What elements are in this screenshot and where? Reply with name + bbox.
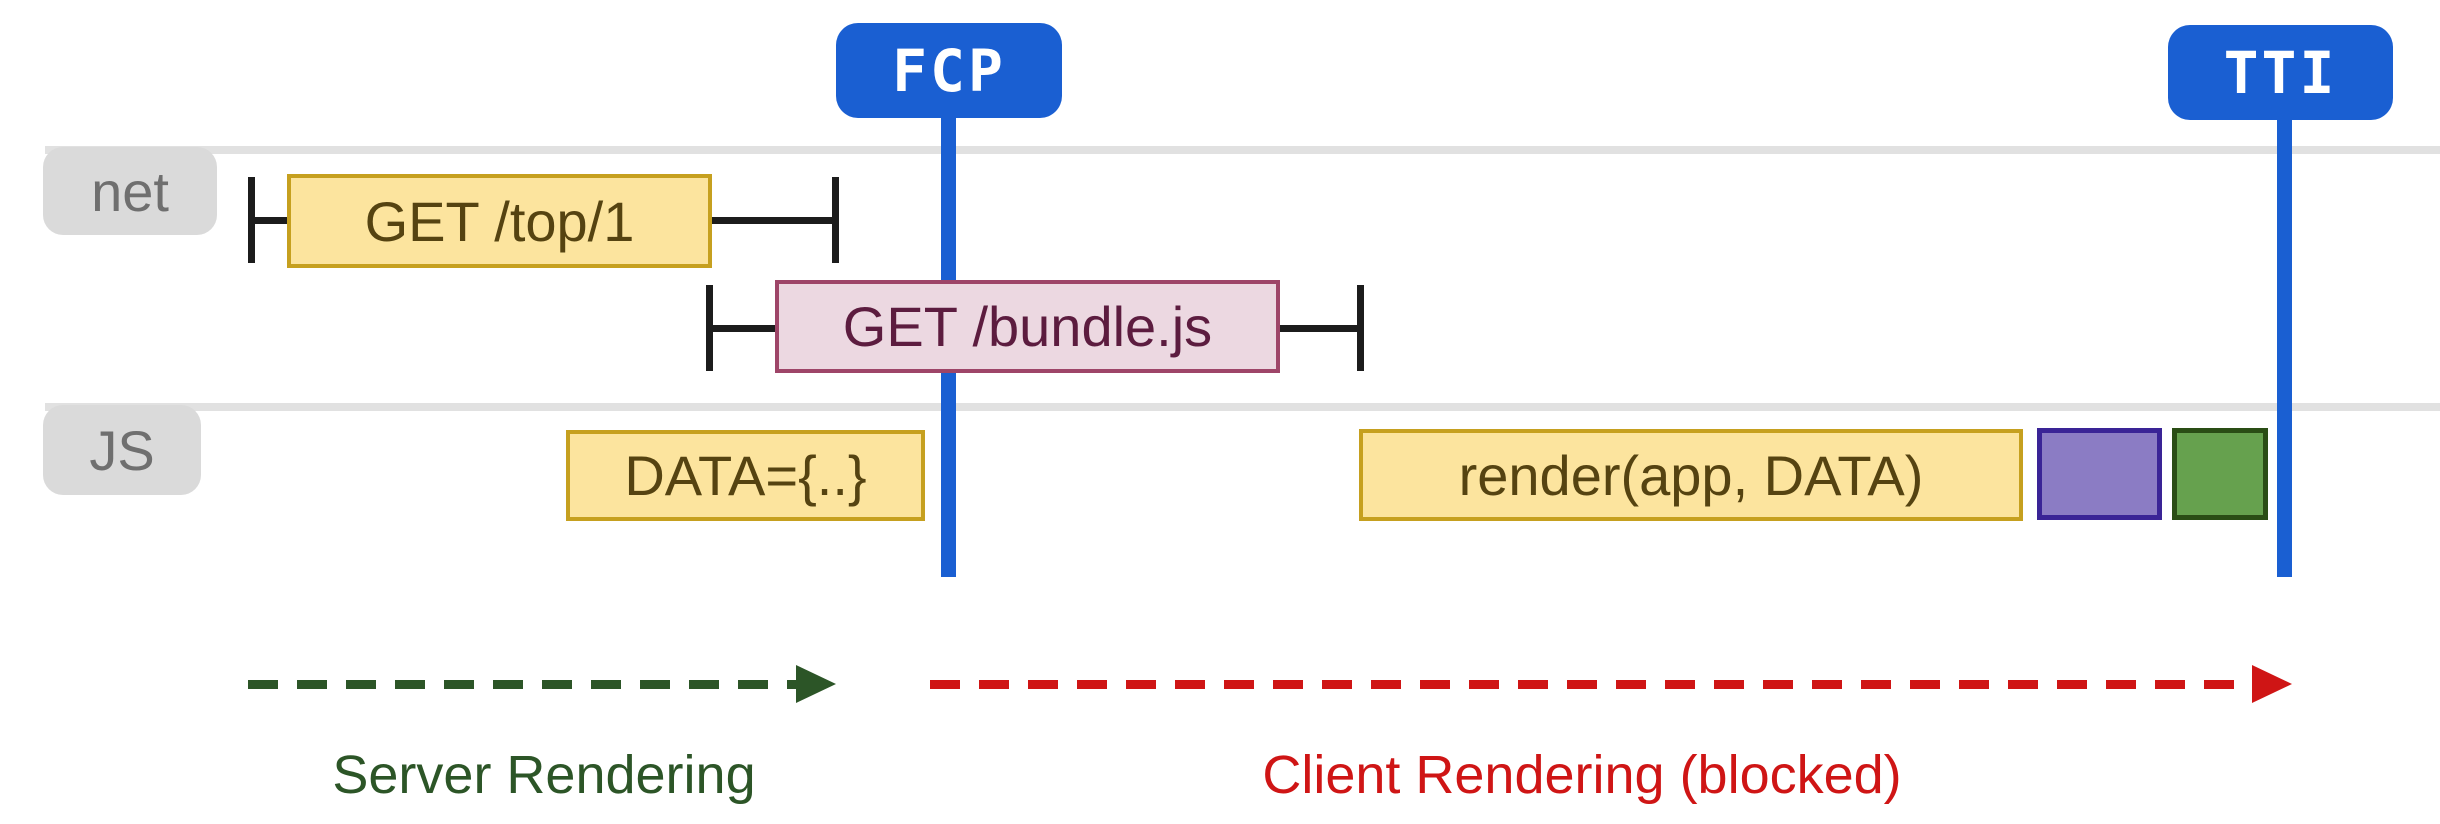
client-phase-arrow-line <box>930 680 2252 689</box>
server-phase-arrowhead-icon <box>796 665 836 703</box>
data-task-box: DATA={..} <box>566 430 925 521</box>
get-top-end-tick <box>832 177 839 263</box>
get-bundle-end-tick <box>1357 285 1364 371</box>
js-lane-label: JS <box>43 405 201 495</box>
tti-marker-line <box>2277 116 2292 577</box>
js-lane-line <box>45 403 2440 411</box>
server-phase-arrow-line <box>248 680 796 689</box>
purple-task-box <box>2037 428 2162 520</box>
get-top-task-box: GET /top/1 <box>287 174 712 268</box>
net-lane-line <box>45 146 2440 154</box>
tti-badge: TTI <box>2168 25 2393 120</box>
net-lane-label: net <box>43 147 217 235</box>
client-rendering-label: Client Rendering (blocked) <box>1262 745 1902 805</box>
green-task-box <box>2172 428 2268 520</box>
server-rendering-label: Server Rendering <box>332 745 756 805</box>
fcp-badge: FCP <box>836 23 1062 118</box>
render-task-box: render(app, DATA) <box>1359 429 2023 521</box>
get-bundle-task-box: GET /bundle.js <box>775 280 1280 373</box>
client-phase-arrowhead-icon <box>2252 665 2292 703</box>
